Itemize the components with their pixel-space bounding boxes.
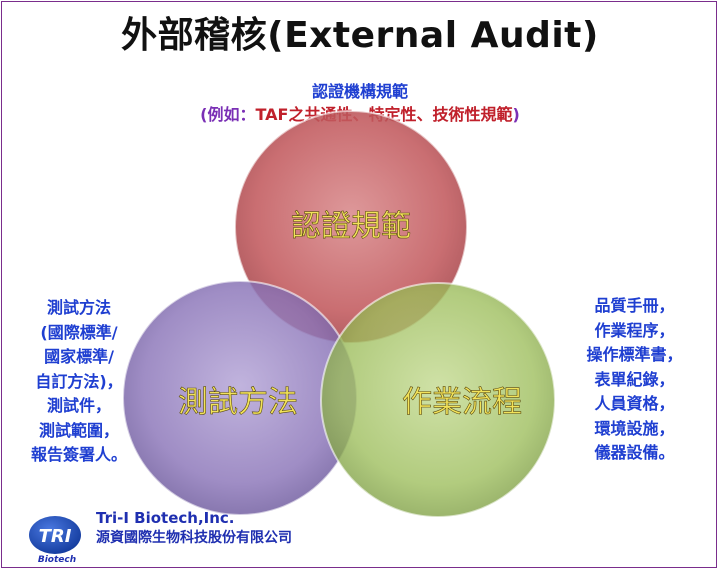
- company-logo: TRI Biotech: [29, 516, 81, 564]
- subnote-close-paren: ): [512, 105, 520, 124]
- logo-sub-text: Biotech: [38, 555, 76, 564]
- right-list-item: 表單紀錄，: [594, 369, 675, 389]
- left-list-item: 自訂方法)，: [35, 371, 123, 391]
- company-name-en: Tri-I Biotech,Inc.: [96, 509, 235, 527]
- logo-mark-text: TRI: [39, 526, 72, 547]
- left-list: 測試方法 (國際標準/ 國家標準/ 自訂方法)， 測試件， 測試範圍， 報告簽署…: [14, 296, 144, 468]
- subnote-open-paren: (: [200, 105, 208, 124]
- circle-right-label: 作業流程: [402, 385, 522, 420]
- page-title: 外部稽核(External Audit): [121, 15, 599, 56]
- subtitle: 認證機構規範: [311, 82, 408, 101]
- left-list-item: 測試件，: [46, 396, 111, 415]
- left-list-item: 測試範圍，: [38, 420, 119, 440]
- logo-globe: [29, 516, 81, 554]
- right-list-item: 操作標準書，: [586, 345, 683, 364]
- circle-top-label: 認證規範: [291, 209, 411, 244]
- right-list: 品質手冊， 作業程序， 操作標準書， 表單紀錄， 人員資格， 環境設施， 儀器設…: [562, 294, 707, 466]
- left-list-item: 國家標準/: [44, 347, 114, 366]
- right-list-item: 品質手冊，: [594, 296, 675, 315]
- left-list-item: (國際標準/: [40, 322, 118, 342]
- subnote-example-label: 例如：: [207, 105, 256, 124]
- circle-left-label: 測試方法: [178, 385, 298, 420]
- circle-right: [320, 282, 556, 518]
- right-list-item: 儀器設備。: [594, 443, 675, 462]
- right-list-item: 環境設施，: [594, 418, 675, 438]
- left-list-item: 報告簽署人。: [30, 445, 127, 464]
- left-list-item: 測試方法: [46, 298, 111, 317]
- right-list-item: 作業程序，: [594, 320, 675, 340]
- company-name-zh: 源資國際生物科技股份有限公司: [96, 530, 292, 546]
- right-list-item: 人員資格，: [594, 394, 675, 413]
